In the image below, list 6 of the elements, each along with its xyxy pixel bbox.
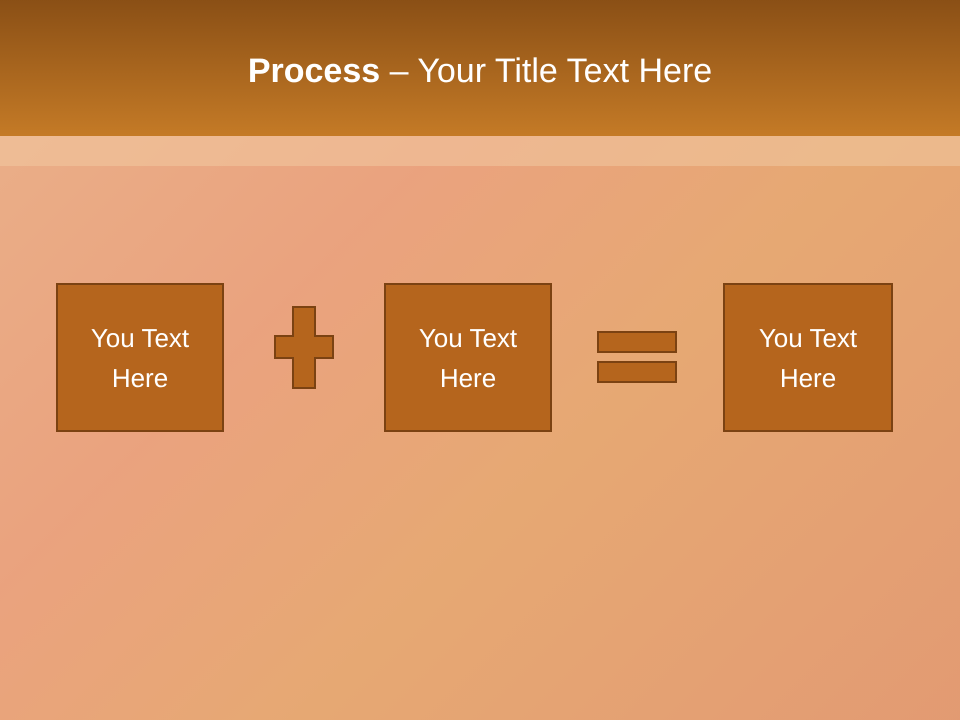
text-box: You Text Here (384, 283, 552, 432)
slide-title: Process – Your Title Text Here (246, 52, 714, 91)
text-box: You Text Here (723, 283, 893, 432)
plus-sign (273, 305, 335, 390)
text-box: You Text Here (56, 283, 224, 432)
equals-sign (597, 331, 677, 383)
